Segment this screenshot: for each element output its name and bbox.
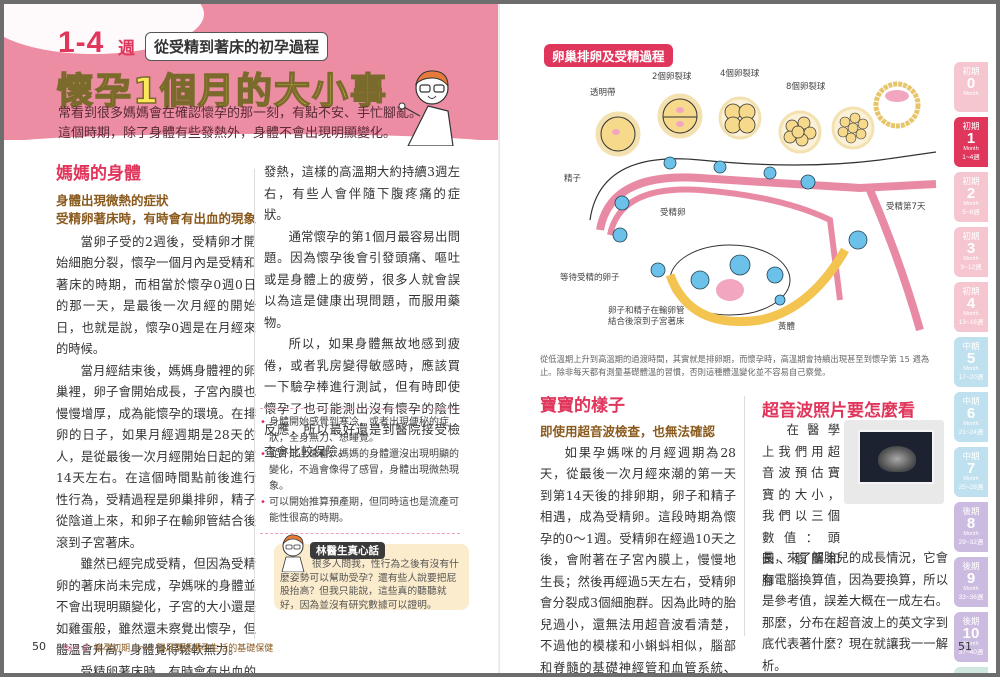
label-combine-2: 結合後滾到子宮著床 [608, 317, 685, 327]
bullet-item: 可以開始推算預產期，但同時這也是流產可能性很高的時期。 [260, 495, 460, 527]
week-range: 1-4 [58, 26, 105, 59]
section-title-baby: 寶寶的樣子 [540, 396, 625, 416]
body-paragraph: 如果孕媽咪的月經週期為28天，從最後一次月經來潮的第一天到第14天後的排卵期，卵… [540, 445, 736, 674]
left-page: 1-4 週 從受精到著床的初孕過程 懷孕1個月的大小事 常看到很多媽媽會在確認懷… [4, 4, 500, 673]
doctor-tip-tag: 林醫生真心話 [310, 542, 385, 559]
ultrasound-paragraph-top: 在醫學上我們用超音波預估寶寶的大小，我們以三個數值：頭圍、腹圍和腳 [762, 423, 842, 588]
section-subtitle: 即使用超音波檢查，也無法確認 [540, 423, 716, 439]
label-two-cell: 2個卵裂球 [652, 72, 692, 82]
page-title: 懷孕1個月的大小事 [56, 70, 389, 113]
tab-birth[interactable]: 生產 [954, 667, 988, 673]
label-combine-1: 卵子和精子在輸卵管 [608, 306, 685, 316]
body-paragraph: 通常懷孕的第1個月最容易出問題。因為懷孕後會引發頭痛、嘔吐或是身體上的疲勞，很多… [264, 229, 460, 330]
label-waiting-egg: 等待受精的卵子 [560, 273, 620, 283]
doctor-avatar-icon [281, 534, 305, 572]
body-paragraph: 發熱，這樣的高溫期大約持續3週左右，有些人會伴隨下腹疼痛的症狀。 [264, 165, 460, 222]
body-paragraph: 雖然已經完成受精，但因為受精卵的著床尚未完成，孕媽咪的身體並不會出現明顯變化，子… [56, 557, 256, 657]
diagram-caption: 從低溫期上升到高溫期的過渡時間，其實就是排卵期，而懷孕時，高溫期會持續出現甚至到… [540, 354, 930, 377]
week-unit: 週 [118, 39, 135, 59]
label-eight-cell: 8個卵裂球 [786, 82, 826, 92]
label-sperm: 精子 [564, 174, 582, 184]
chapter-subtitle: 從受精到著床的初孕過程 [145, 32, 329, 61]
mom-body-column-1: 媽媽的身體 身體出現微熱的症狀 受精卵著床時，有時會有出血的現象 當卵子受的2週… [56, 164, 256, 673]
section-subtitle: 受精卵著床時，有時會有出血的現象 [56, 210, 257, 226]
section-title-mom-body: 媽媽的身體 [56, 164, 141, 184]
label-day7: 受精第7天 [886, 202, 926, 212]
body-paragraph: 當月經結束後，媽媽身體裡的卵巢裡，卵子會開始成長，子宮內膜也慢慢增厚，成為能懷孕… [56, 363, 256, 550]
column-divider [254, 169, 255, 639]
body-paragraph: 受精卵著床時，有時會有出血的現象。內部會開始製造羊水，且受到黃體素的影響，身體會… [80, 664, 256, 674]
page-number-right: 51 [958, 640, 972, 653]
doctor-illustration-icon [398, 70, 454, 146]
diagram-title: 卵巢排卵及受精過程 [544, 44, 673, 67]
bullet-item: 身體開始感覺到寒冷，或者出現便秘的症狀，全身無力、想睡覺。 [260, 415, 460, 447]
baby-column: 寶寶的樣子 即使用超音波檢查，也無法確認 如果孕媽咪的月經週期為28天，從最後一… [540, 396, 736, 673]
body-paragraph: 當卵子受的2週後，受精卵才開始細胞分裂，懷孕一個月內是受精和著床的時期，而相當於… [56, 234, 256, 357]
section-subtitle: 身體出現微熱的症狀 [56, 192, 169, 208]
intro-text: 常看到很多媽媽會在確認懷孕的那一刻，有點不安、手忙腳亂。 這個時期，除了身體有些… [58, 106, 423, 141]
page-number-left: 50 [32, 640, 46, 653]
column-divider [744, 396, 745, 636]
running-footer: Part 2 懷孕初期 1～4 個月準媽媽孕生活的基礎保健 [62, 644, 274, 654]
ovulation-fertilization-diagram [589, 81, 937, 332]
ultrasound-paragraph-bottom: 長，來了解胎兒的成長情況，它會有電腦換算值，因為要換算，所以是參考值，誤差大概在… [762, 551, 948, 673]
label-fertilized-egg: 受精卵 [660, 208, 686, 218]
label-zona: 透明帶 [590, 88, 616, 98]
symptom-bullet-list: 身體開始感覺到寒冷，或者出現便秘的症狀，全身無力、想睡覺。 從外形上來看，媽媽的… [260, 408, 460, 534]
label-four-cell: 4個卵裂球 [720, 69, 760, 79]
section-title-ultrasound: 超音波照片要怎麼看 [762, 401, 915, 421]
bullet-item: 從外形上來看，媽媽的身體還沒出現明顯的變化，不過會像得了感冒，身體出現微熱現象。 [260, 447, 460, 495]
ultrasound-photo [844, 420, 944, 504]
right-page: 卵巢排卵及受精過程 [500, 4, 996, 673]
label-corpus-luteum: 黃體 [778, 322, 796, 332]
header-banner [4, 4, 500, 144]
doctor-tip-text: 很多人問我，性行為之後有沒有什麼姿勢可以幫助受孕？還有些人說要把屁股抬高？但我只… [280, 559, 459, 611]
